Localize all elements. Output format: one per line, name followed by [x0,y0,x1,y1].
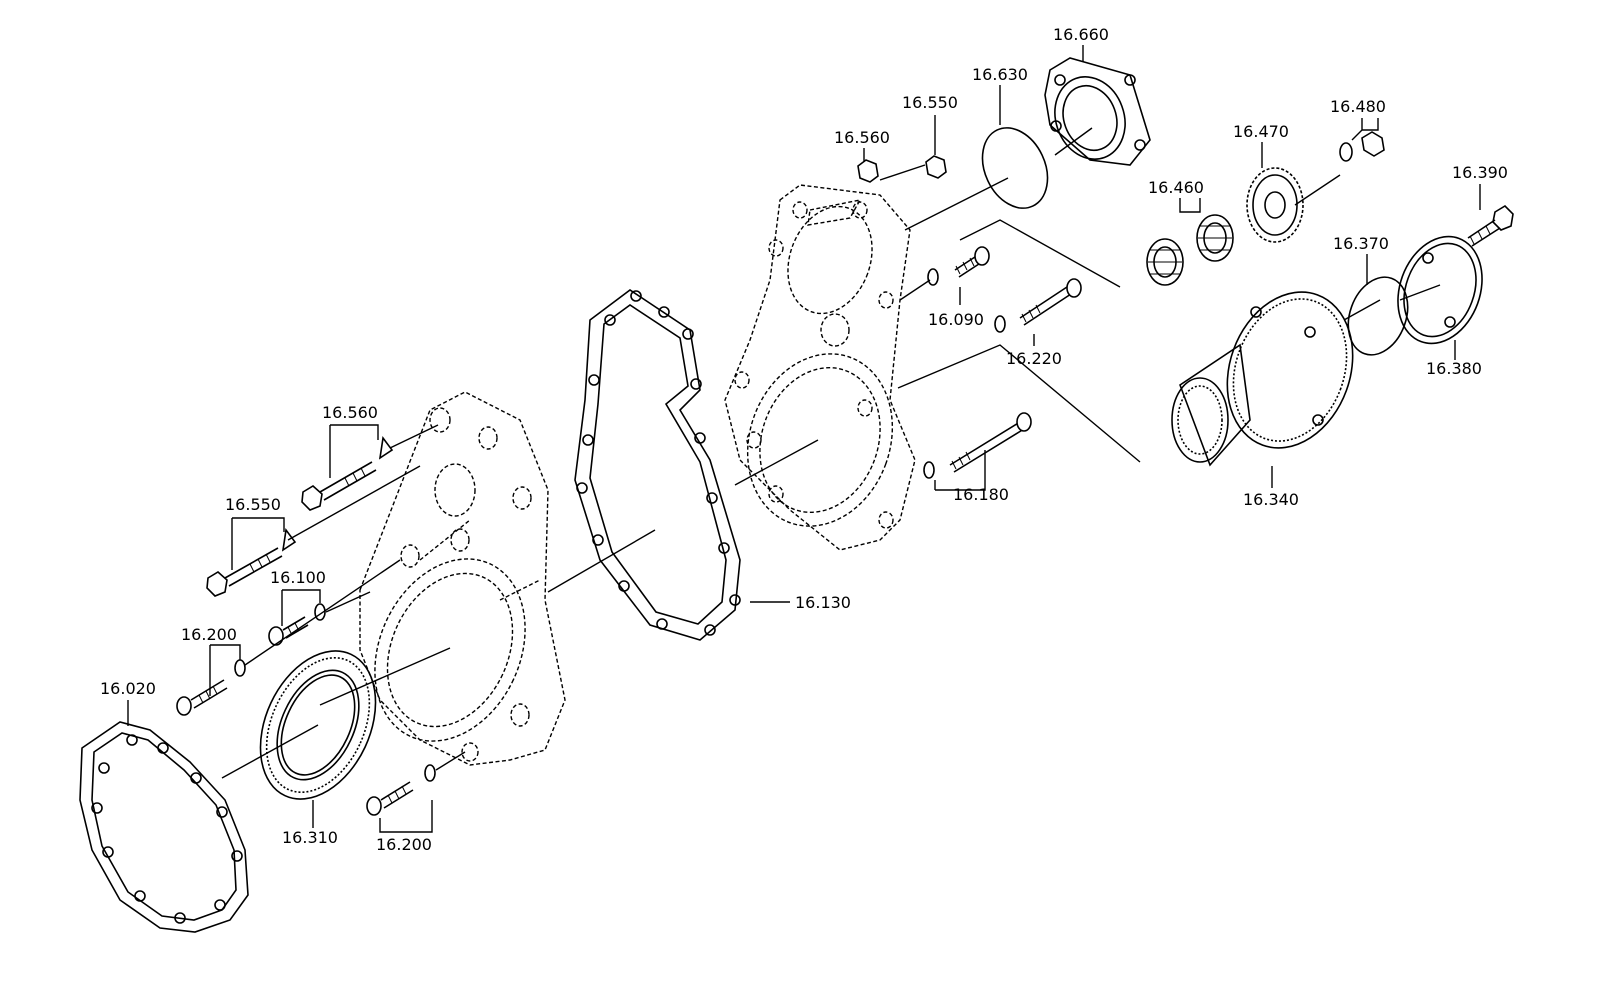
label-16340: 16.340 [1243,490,1299,509]
bolt-16200-top [176,659,246,716]
label-16020: 16.020 [100,679,156,698]
bolt-16100 [268,603,326,646]
bolt-washer-16090 [927,246,990,286]
label-16550-mid: 16.550 [225,495,281,514]
label-16630: 16.630 [972,65,1028,84]
label-16390: 16.390 [1452,163,1508,182]
label-16220: 16.220 [1006,349,1062,368]
bolt-16200-bot [366,764,436,816]
bolt-washer-16220 [994,278,1082,333]
gear-16470 [1246,167,1304,243]
label-16480: 16.480 [1330,97,1386,116]
washer-nut-16480 [1339,131,1385,162]
cover-16380 [1397,235,1483,345]
ring-gear-16310 [259,650,377,800]
label-16130: 16.130 [795,593,851,612]
gasket-16020 [79,721,249,933]
nut-16550-top [925,155,947,179]
bearing-cover-16660 [1044,57,1151,166]
label-16460: 16.460 [1148,178,1204,197]
label-16180: 16.180 [953,485,1009,504]
label-16310: 16.310 [282,828,338,847]
label-16560-top: 16.560 [834,128,890,147]
label-16560-mid: 16.560 [322,403,378,422]
label-16100: 16.100 [270,568,326,587]
bolt-washer-16180 [923,412,1032,479]
label-16380: 16.380 [1426,359,1482,378]
bearing-16460-a [1146,238,1184,286]
bolt-16550-mid [206,527,297,597]
bearing-16460-b [1196,214,1234,262]
nut-16560-top [857,159,879,183]
label-16660: 16.660 [1053,25,1109,44]
bolt-16390 [1467,204,1514,247]
part-labels: 16.660 16.630 16.550 16.560 16.480 16.47… [100,25,1508,854]
bolt-16560-mid [301,435,394,511]
label-16550-top: 16.550 [902,93,958,112]
leader-lines [127,45,1481,833]
label-16370: 16.370 [1333,234,1389,253]
gasket-16130 [574,289,741,641]
flange-16340 [1171,291,1354,467]
label-16200-top: 16.200 [181,625,237,644]
label-16200-bot: 16.200 [376,835,432,854]
o-ring-16630 [981,127,1049,209]
label-16470: 16.470 [1233,122,1289,141]
label-16090: 16.090 [928,310,984,329]
main-housing [724,184,916,551]
front-housing [359,391,566,766]
